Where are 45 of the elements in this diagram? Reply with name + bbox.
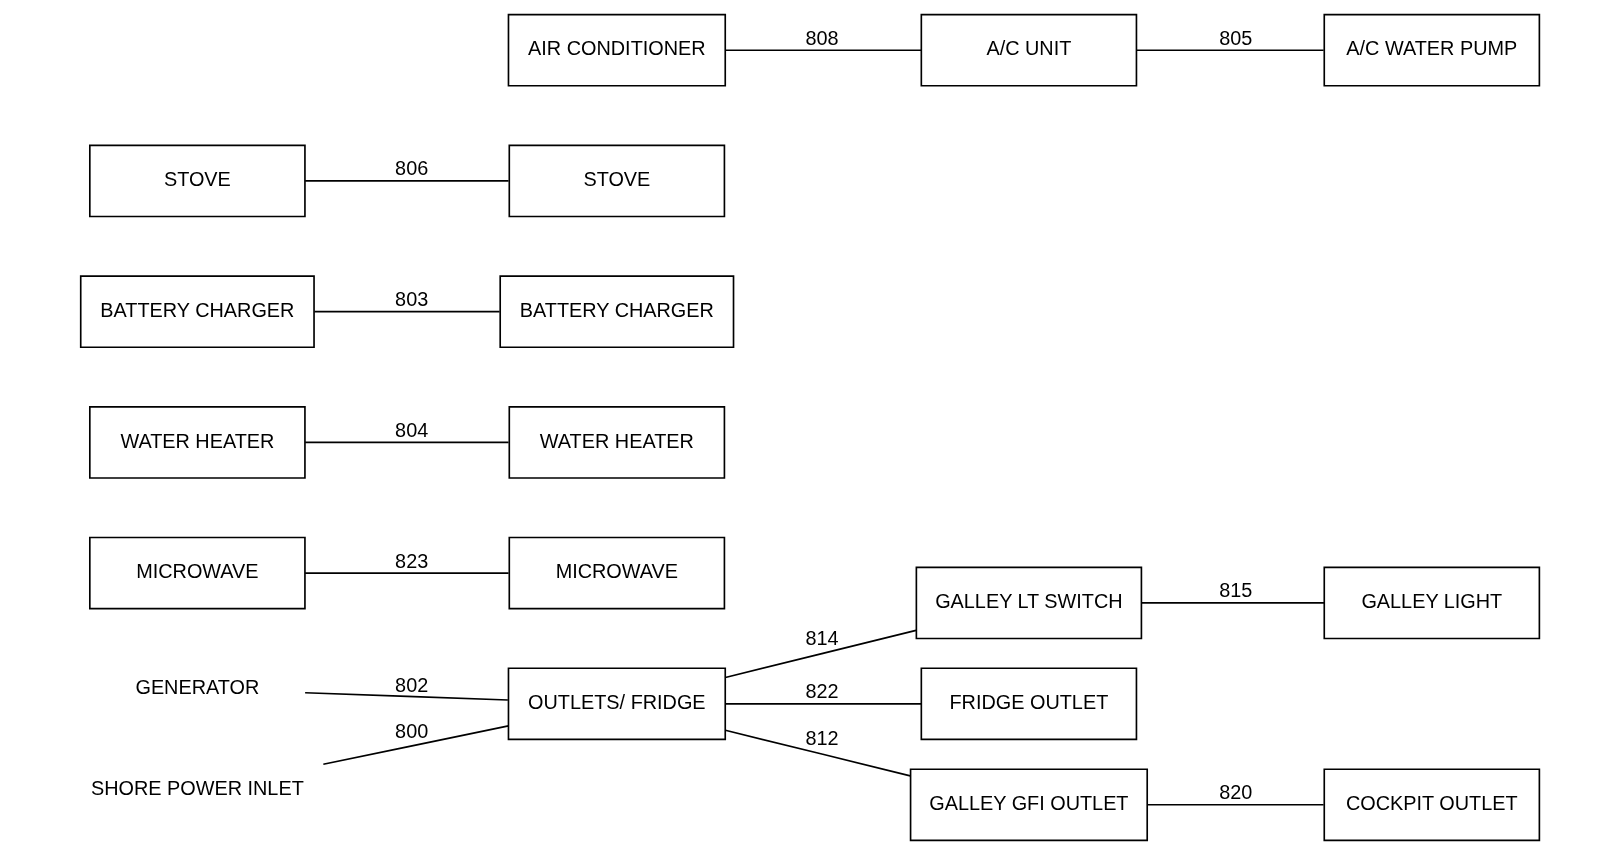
- connector: [303, 691, 509, 701]
- edge-label: 812: [804, 726, 839, 749]
- node-box: GALLEY LIGHT: [1322, 566, 1540, 640]
- edge-label: 804: [394, 418, 428, 441]
- node-box: BATTERY CHARGER: [498, 275, 734, 349]
- node-box: STOVE: [507, 144, 725, 218]
- edge-label: 814: [804, 627, 839, 650]
- node-text: GENERATOR: [134, 676, 259, 699]
- edge-label: 805: [1218, 26, 1252, 49]
- node-box: GALLEY GFI OUTLET: [909, 768, 1148, 842]
- connector: [313, 310, 500, 313]
- node-box: BATTERY CHARGER: [79, 275, 315, 349]
- node-box: COCKPIT OUTLET: [1322, 768, 1540, 842]
- connector: [724, 703, 922, 705]
- edge-label: 815: [1218, 579, 1252, 602]
- node-box: GALLEY LT SWITCH: [915, 566, 1142, 640]
- connector: [724, 629, 917, 679]
- edge-label: 823: [394, 549, 428, 572]
- connector: [303, 441, 509, 444]
- connector: [303, 572, 509, 574]
- edge-label: 820: [1218, 781, 1252, 804]
- node-box: STOVE: [88, 144, 306, 218]
- connector: [1145, 803, 1324, 806]
- connector: [322, 725, 509, 765]
- edge-label: 802: [394, 673, 428, 696]
- node-box: OUTLETS/ FRIDGE: [507, 667, 726, 741]
- node-box: MICROWAVE: [507, 536, 725, 610]
- edge-label: 808: [804, 26, 839, 49]
- node-text: SHORE POWER INLET: [90, 777, 304, 800]
- connector: [724, 49, 922, 52]
- connector: [724, 729, 911, 777]
- edge-label: 803: [394, 288, 428, 311]
- edge-label: 800: [394, 719, 428, 742]
- node-box: WATER HEATER: [88, 406, 306, 479]
- connector: [303, 180, 509, 182]
- node-box: MICROWAVE: [88, 536, 306, 610]
- node-box: A/C UNIT: [920, 13, 1137, 87]
- connector: [1135, 49, 1324, 52]
- edge-label: 806: [394, 157, 428, 180]
- node-box: WATER HEATER: [507, 406, 725, 479]
- node-box: FRIDGE OUTLET: [920, 667, 1137, 741]
- node-box: AIR CONDITIONER: [507, 13, 726, 87]
- edge-label: 822: [804, 680, 839, 703]
- node-box: A/C WATER PUMP: [1322, 13, 1540, 87]
- connector: [1140, 602, 1325, 604]
